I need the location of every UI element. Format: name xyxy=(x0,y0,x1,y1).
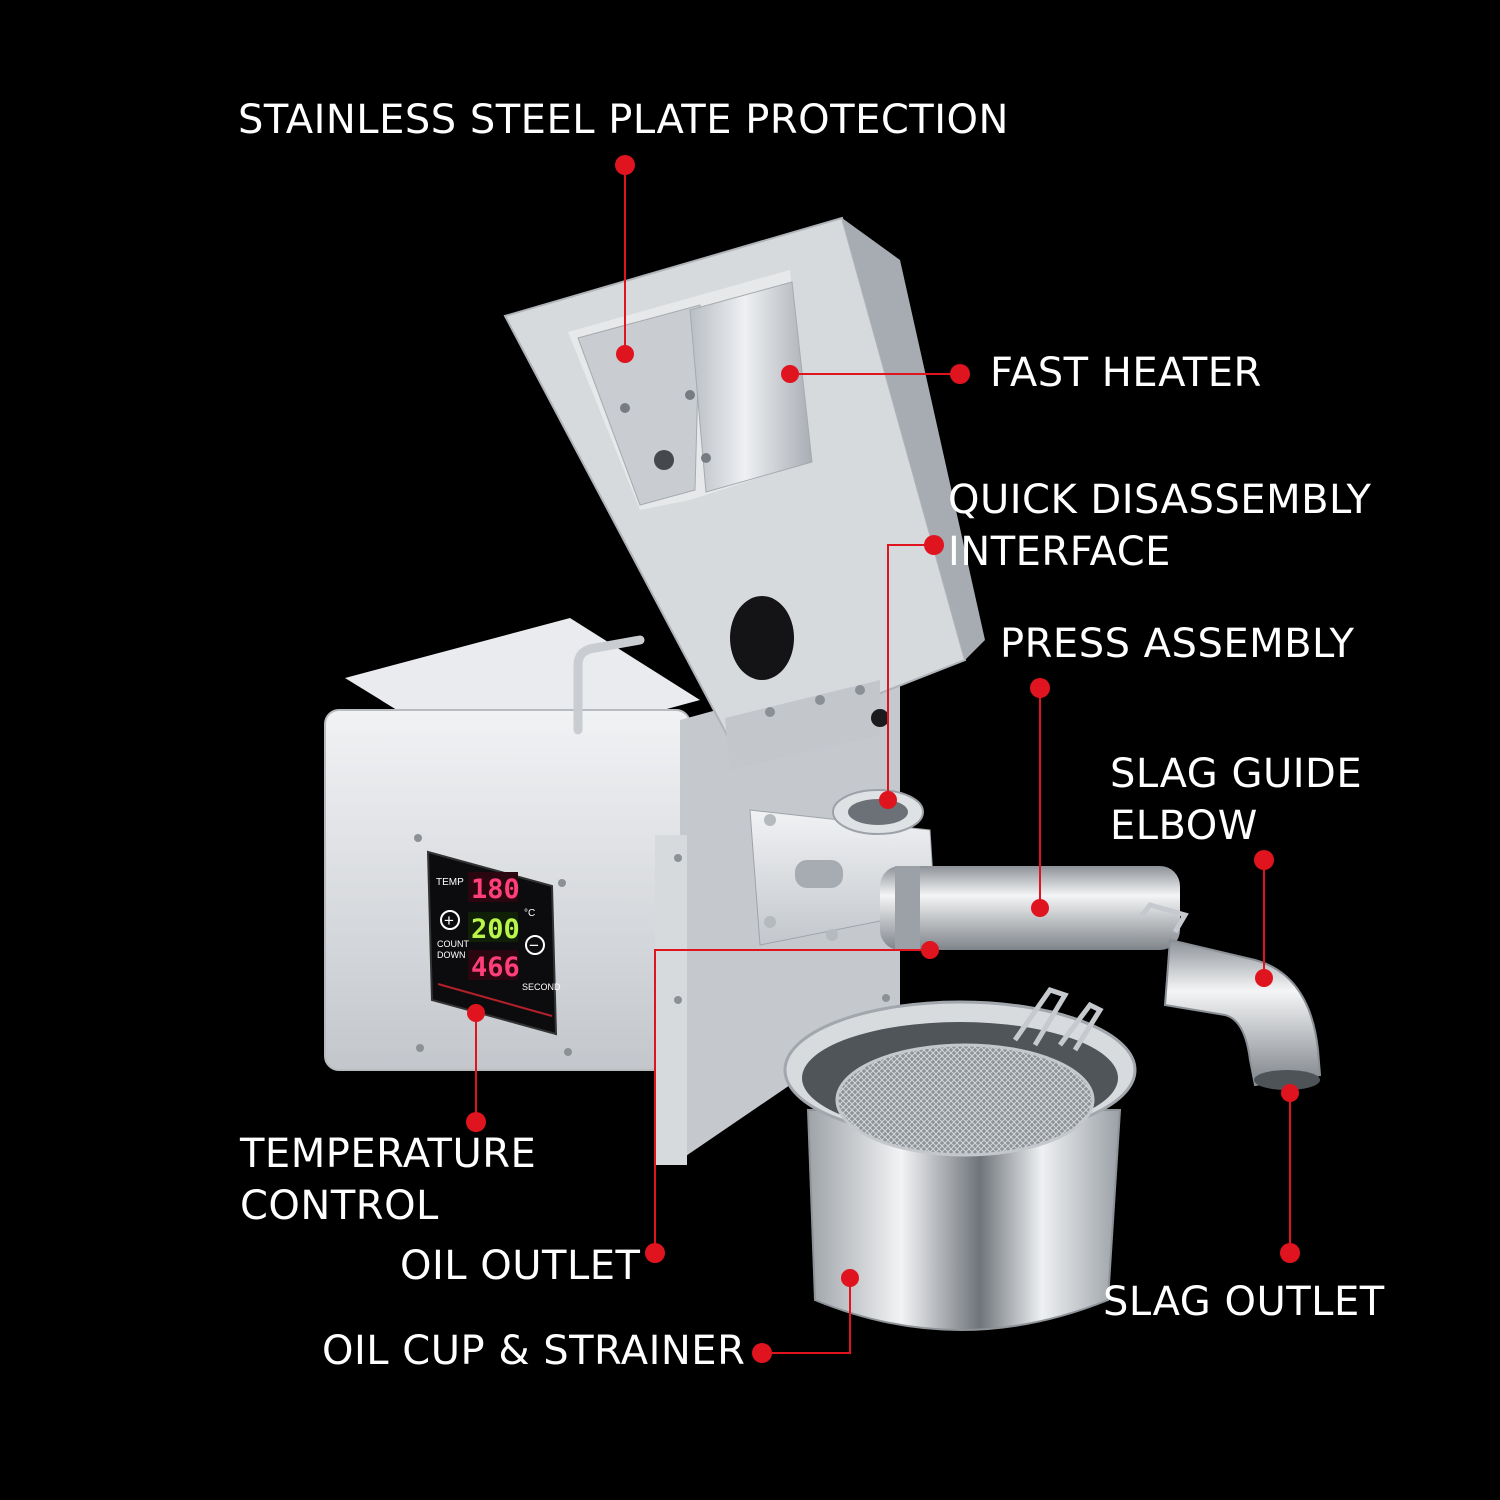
panel-second-label: SECOND xyxy=(522,982,561,992)
minus-icon: − xyxy=(529,936,539,955)
label-slag-guide-elbow: SLAG GUIDE ELBOW xyxy=(1110,748,1362,852)
label-temperature-control: TEMPERATURE CONTROL xyxy=(240,1128,536,1232)
oil-cup-strainer[interactable] xyxy=(783,987,1137,1331)
label-press-assembly-text: PRESS ASSEMBLY xyxy=(1000,621,1355,667)
panel-temp-unit: °C xyxy=(524,908,535,919)
label-oil-outlet-text: OIL OUTLET xyxy=(400,1243,641,1289)
panel-temp-label: TEMP xyxy=(436,877,464,888)
plus-button[interactable] xyxy=(440,910,460,930)
control-panel: TEMP 180 °C + 200 − COUNT DOWN 466 SECON… xyxy=(426,850,561,1036)
chute-handle[interactable] xyxy=(1138,902,1189,934)
label-oil-cup-strainer: OIL CUP & STRAINER xyxy=(322,1325,745,1377)
panel-temp-value: 180 xyxy=(471,874,520,905)
label-oil-outlet: OIL OUTLET xyxy=(400,1240,640,1292)
label-quick-disassembly-line1: QUICK DISASSEMBLY xyxy=(948,477,1372,523)
press-assembly xyxy=(749,789,1322,1090)
label-stainless-steel-plate-text: STAINLESS STEEL PLATE PROTECTION xyxy=(238,97,1009,143)
label-quick-disassembly-line2: INTERFACE xyxy=(948,529,1171,575)
panel-set-value: 200 xyxy=(471,914,520,945)
panel-count-value: 466 xyxy=(471,952,520,983)
label-fast-heater: FAST HEATER xyxy=(990,347,1262,399)
label-press-assembly: PRESS ASSEMBLY xyxy=(1000,618,1354,670)
minus-button[interactable] xyxy=(525,935,545,955)
callout-leaders xyxy=(475,165,1291,1354)
callout-dots xyxy=(466,155,1300,1363)
plus-icon: + xyxy=(444,911,454,930)
label-temperature-line2: CONTROL xyxy=(240,1183,439,1229)
label-stainless-steel-plate: STAINLESS STEEL PLATE PROTECTION xyxy=(238,94,1009,146)
label-slag-guide-line1: SLAG GUIDE xyxy=(1110,751,1363,797)
carry-handle[interactable] xyxy=(573,635,645,735)
label-oil-cup-text: OIL CUP & STRAINER xyxy=(322,1328,746,1374)
panel-count-label-2: DOWN xyxy=(437,950,466,960)
panel-count-label-1: COUNT xyxy=(437,939,469,949)
label-slag-guide-line2: ELBOW xyxy=(1110,803,1258,849)
label-slag-outlet-text: SLAG OUTLET xyxy=(1103,1279,1385,1325)
label-quick-disassembly: QUICK DISASSEMBLY INTERFACE xyxy=(948,474,1371,578)
label-slag-outlet: SLAG OUTLET xyxy=(1103,1276,1385,1328)
label-temperature-line1: TEMPERATURE xyxy=(240,1131,537,1177)
slag-guide-elbow xyxy=(1163,938,1322,1087)
label-fast-heater-text: FAST HEATER xyxy=(990,350,1262,396)
